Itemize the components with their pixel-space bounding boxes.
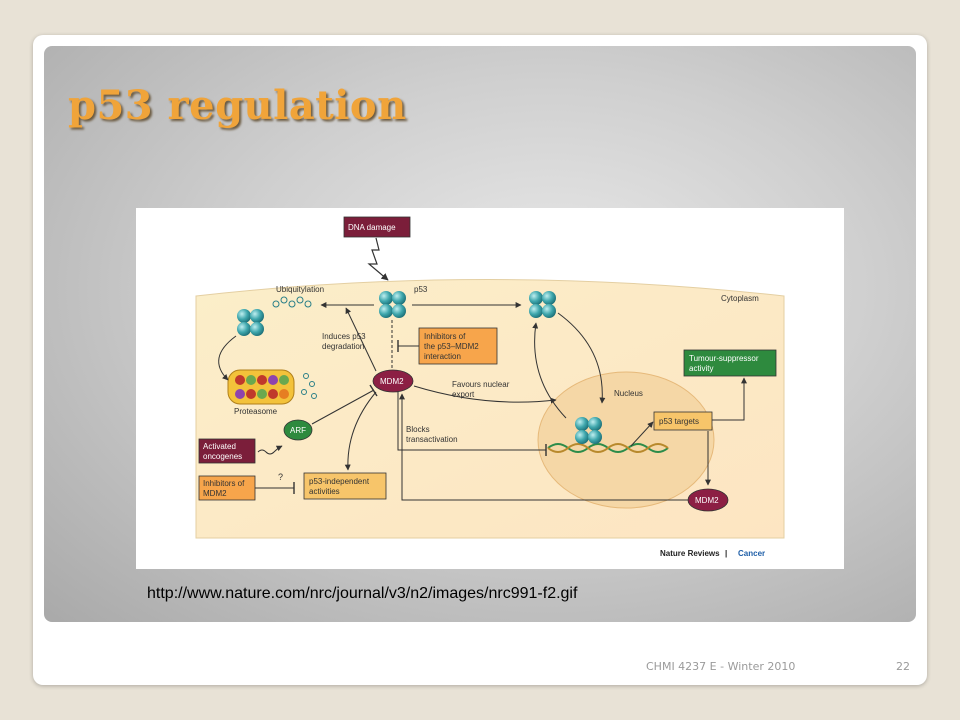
inhibitors-interaction-box — [418, 327, 498, 365]
inhibition-bar-arf — [369, 384, 378, 397]
p53-independent-line2: activities — [309, 487, 340, 496]
question-mark: ? — [278, 472, 283, 482]
p53-tetramer-ubiquitylated — [237, 309, 264, 336]
peptide-fragments — [301, 373, 317, 399]
induces-degradation-line1: Induces p53 — [322, 332, 366, 341]
ubiquitin-chain — [272, 296, 312, 308]
favours-export-line2: export — [452, 390, 475, 399]
arrow-to-p53-independent — [344, 391, 377, 471]
footer-course: CHMI 4237 E - Winter 2010 — [646, 660, 796, 673]
inhibition-line-transactivation — [397, 392, 546, 451]
credit-journal: Nature Reviews — [660, 549, 720, 558]
arrow-mdm2-to-ubiquitylation — [345, 307, 377, 372]
inhibitors-interaction-line1: Inhibitors of — [424, 332, 466, 341]
pathway-diagram: Cytoplasm Nucleus DNA damage p53 Ubiquit… — [195, 216, 785, 558]
p53-independent-box — [303, 472, 387, 500]
p53-label: p53 — [414, 285, 428, 294]
arrow-to-p53-targets — [630, 421, 654, 447]
p53-tetramer-right — [529, 291, 556, 318]
arrow-to-proteasome — [218, 335, 237, 381]
source-url: http://www.nature.com/nrc/journal/v3/n2/… — [147, 585, 578, 602]
p53-regulation-figure: Cytoplasm Nucleus DNA damage p53 Ubiquit… — [136, 208, 844, 569]
credit-section: Cancer — [738, 549, 765, 558]
cytoplasm-label: Cytoplasm — [721, 294, 759, 303]
damage-lightning-arrow — [367, 237, 389, 281]
arrow-to-tumour-suppressor — [712, 377, 747, 421]
inhibitors-interaction-line2: the p53–MDM2 — [424, 342, 479, 351]
mdm2-center-ellipse — [372, 369, 414, 393]
slide-title: p53 regulation — [68, 82, 407, 129]
arf-ellipse — [283, 419, 313, 441]
induces-degradation-line2: degradation — [322, 342, 364, 351]
activated-oncogenes-line1: Activated — [203, 442, 236, 451]
proteasome-label: Proteasome — [234, 407, 278, 416]
inhibition-line-arf — [311, 389, 375, 425]
arf-label: ARF — [290, 426, 306, 435]
p53-targets-label: p53 targets — [659, 417, 699, 426]
activated-oncogenes-line2: oncogenes — [203, 452, 242, 461]
wavy-arrow-oncogenes-arf — [257, 445, 283, 455]
arrow-mdm2-feedback — [399, 393, 688, 501]
p53-targets-box — [653, 411, 713, 431]
ubiquitylation-label: Ubiquitylation — [276, 285, 324, 294]
inhibitors-mdm2-line1: Inhibitors of — [203, 479, 245, 488]
mdm2-center-label: MDM2 — [380, 377, 404, 386]
proteasome — [227, 369, 295, 405]
nucleus — [537, 371, 715, 509]
activated-oncogenes-box — [198, 438, 256, 464]
dna-damage-box — [343, 216, 411, 238]
mdm2-bottom-label: MDM2 — [695, 496, 719, 505]
tumour-suppressor-line2: activity — [689, 364, 713, 373]
dna-damage-label: DNA damage — [348, 223, 396, 232]
arrow-favours-export — [413, 385, 557, 404]
nucleus-label: Nucleus — [614, 389, 643, 398]
inhibitors-mdm2-line2: MDM2 — [203, 489, 227, 498]
tumour-suppressor-box — [683, 349, 777, 377]
favours-export-line1: Favours nuclear — [452, 380, 510, 389]
page-number: 22 — [896, 660, 910, 673]
credit-separator: | — [725, 549, 727, 558]
p53-tetramer-top — [379, 291, 406, 318]
arrow-into-nucleus — [557, 312, 606, 404]
tumour-suppressor-line1: Tumour-suppressor — [689, 354, 759, 363]
blocks-transactivation-line2: transactivation — [406, 435, 458, 444]
p53-tetramer-nucleus — [575, 417, 602, 444]
arrow-out-of-nucleus — [532, 322, 567, 419]
inhibitors-interaction-line3: interaction — [424, 352, 461, 361]
p53-independent-line1: p53-independent — [309, 477, 370, 486]
inhibitors-mdm2-box — [198, 475, 256, 501]
dna-strand-b — [547, 443, 669, 453]
blocks-transactivation-line1: Blocks — [406, 425, 430, 434]
